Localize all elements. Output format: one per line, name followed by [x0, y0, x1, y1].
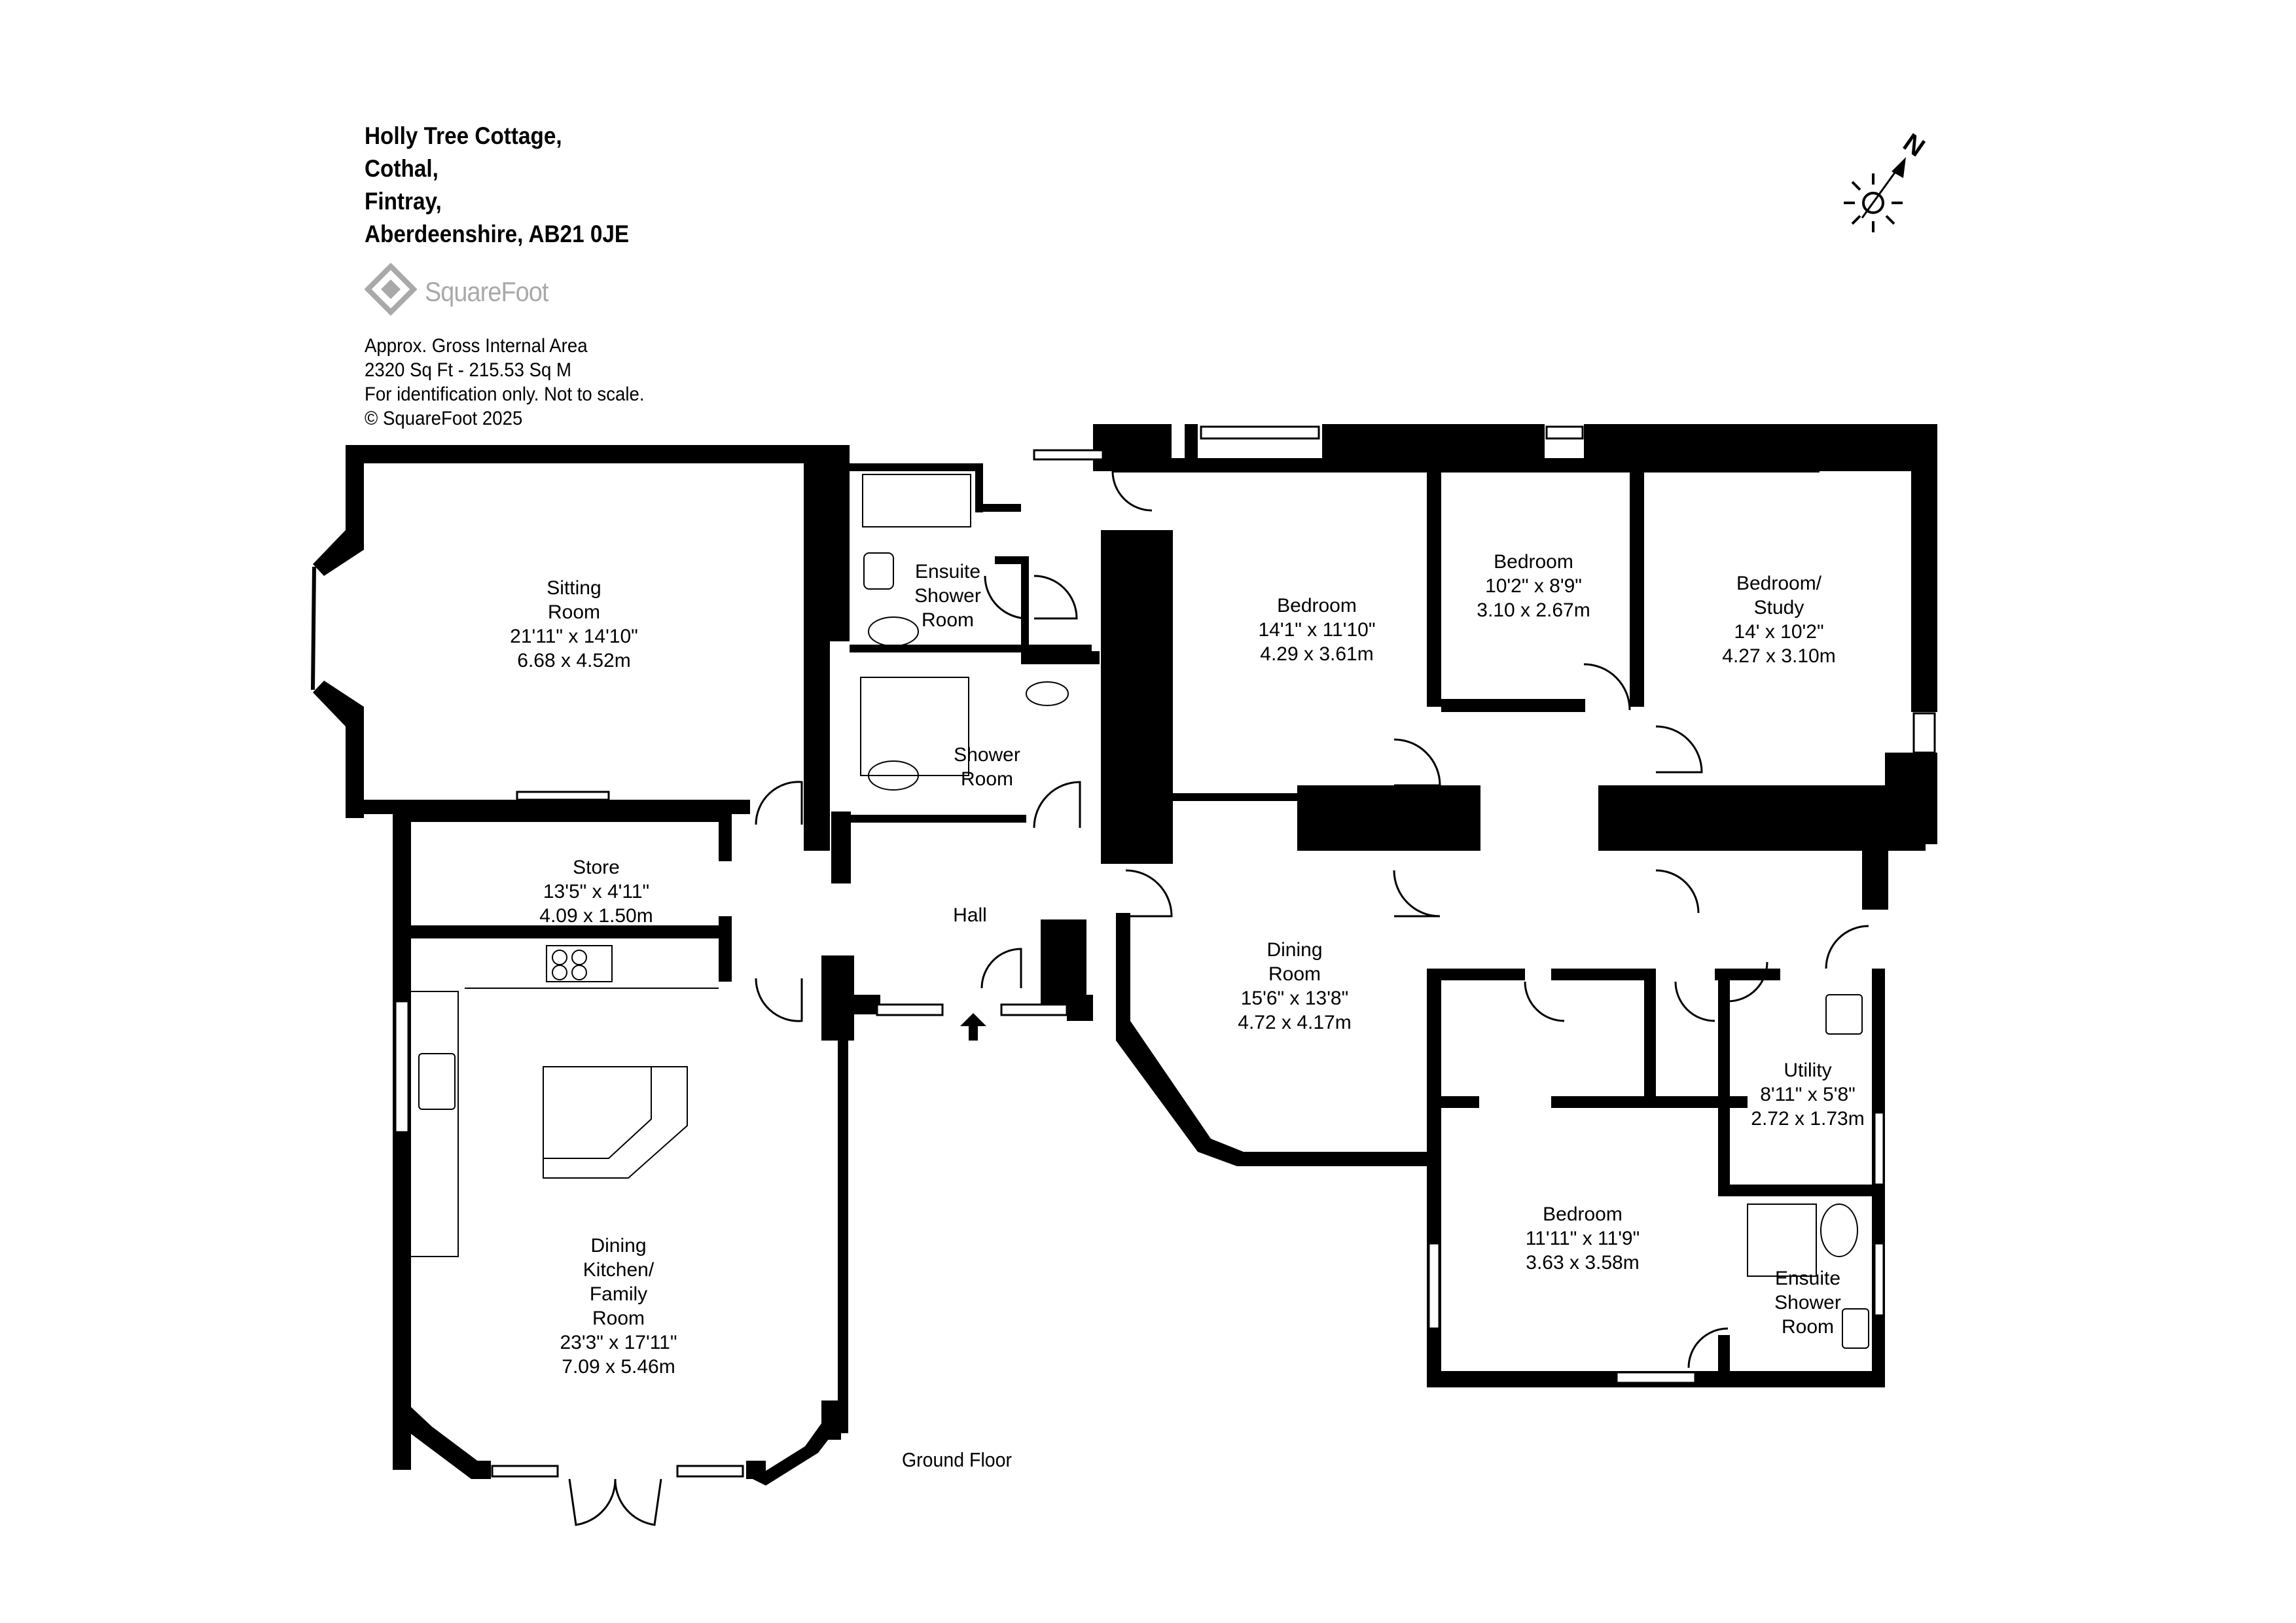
room-label-line: 4.27 x 3.10m: [1722, 645, 1836, 667]
room-label-bedroom-study: Bedroom/ Study 14' x 10'2" 4.27 x 3.10m: [1722, 571, 1835, 668]
room-label-line: Room: [1268, 963, 1321, 985]
room-label-line: Ensuite: [1774, 1268, 1841, 1289]
info-line: 2320 Sq Ft - 215.53 Sq M: [365, 359, 572, 381]
floor-label: Ground Floor: [902, 1448, 1013, 1471]
room-label-line: 4.09 x 1.50m: [539, 905, 653, 927]
room-label-line: 23'3" x 17'11": [560, 1332, 677, 1353]
entrance-arrow: [960, 1013, 986, 1041]
address-line: Aberdeenshire, AB21 0JE: [365, 221, 630, 247]
room-label-bedroom: Bedroom 11'11" x 11'9" 3.63 x 3.58m: [1526, 1202, 1640, 1275]
room-label-dining-room: Dining Room 15'6" x 13'8" 4.72 x 4.17m: [1238, 938, 1351, 1035]
room-label-line: 6.68 x 4.52m: [517, 650, 631, 671]
room-label-line: Bedroom: [1277, 595, 1357, 616]
room-label-line: 4.72 x 4.17m: [1238, 1012, 1352, 1033]
room-label-line: Room: [547, 601, 601, 623]
compass-north-label: N: [1898, 128, 1930, 163]
room-label-line: 14'1" x 11'10": [1258, 619, 1376, 641]
room-label-line: 7.09 x 5.46m: [562, 1356, 675, 1378]
room-label-line: 10'2" x 8'9": [1485, 575, 1582, 597]
address-block: Holly Tree Cottage, Cothal, Fintray, Abe…: [365, 120, 658, 251]
walls: [313, 424, 1937, 1486]
room-label-bedroom: Bedroom 14'1" x 11'10" 4.29 x 3.61m: [1259, 594, 1376, 666]
room-label-line: Bedroom: [1494, 551, 1573, 573]
area-info: Approx. Gross Internal Area 2320 Sq Ft -…: [365, 334, 669, 431]
room-label-line: Room: [1781, 1316, 1835, 1338]
room-label-ensuite-shower-room: Ensuite Shower Room: [1774, 1266, 1841, 1339]
windows: [311, 425, 1936, 1478]
room-label-line: Family: [589, 1283, 648, 1305]
room-label-line: 11'11" x 11'9": [1525, 1228, 1640, 1249]
room-label-line: Kitchen/: [583, 1259, 655, 1281]
room-label-line: Shower: [954, 744, 1020, 766]
address-line: Fintray,: [365, 188, 442, 215]
room-label-line: Shower: [914, 585, 981, 607]
room-label-line: Room: [592, 1308, 645, 1329]
room-label-line: Ensuite: [914, 561, 981, 582]
room-label-line: 21'11" x 14'10": [510, 626, 638, 647]
room-label-shower-room: Shower Room: [954, 743, 1020, 791]
room-label-line: Bedroom: [1543, 1204, 1623, 1225]
info-line: Approx. Gross Internal Area: [365, 335, 588, 357]
room-label-line: Sitting: [547, 577, 601, 599]
room-label-line: 8'11" x 5'8": [1760, 1084, 1856, 1105]
room-label-line: 3.10 x 2.67m: [1477, 599, 1590, 621]
info-line: For identification only. Not to scale.: [365, 383, 645, 405]
room-label-line: Utility: [1784, 1060, 1832, 1081]
brand-name: SquareFoot: [425, 276, 548, 307]
room-label-line: Hall: [953, 904, 987, 926]
squarefoot-logo-icon: [365, 263, 417, 316]
room-label-line: Bedroom/: [1736, 573, 1822, 594]
room-label-bedroom: Bedroom 10'2" x 8'9" 3.10 x 2.67m: [1477, 550, 1590, 622]
room-label-store: Store 13'5" x 4'11" 4.09 x 1.50m: [539, 855, 653, 928]
address-line: Holly Tree Cottage,: [365, 122, 562, 149]
room-label-line: 15'6" x 13'8": [1240, 988, 1349, 1009]
room-label-line: Room: [960, 768, 1014, 790]
room-label-line: Study: [1753, 597, 1804, 618]
room-label-line: Shower: [1774, 1292, 1841, 1313]
squarefoot-logo: SquareFoot: [365, 263, 587, 322]
room-label-utility: Utility 8'11" x 5'8" 2.72 x 1.73m: [1751, 1058, 1864, 1131]
fixtures: [411, 474, 1869, 1349]
room-label-line: Dining: [1266, 939, 1323, 961]
room-label-line: 2.72 x 1.73m: [1751, 1108, 1865, 1130]
room-label-hall: Hall: [953, 903, 987, 927]
doors: [568, 471, 1869, 1526]
room-label-line: 13'5" x 4'11": [543, 881, 650, 902]
room-label-line: 4.29 x 3.61m: [1260, 643, 1374, 665]
room-label-line: 3.63 x 3.58m: [1526, 1252, 1640, 1274]
room-label-line: 14' x 10'2": [1734, 621, 1824, 643]
address-line: Cothal,: [365, 155, 439, 182]
info-line: © SquareFoot 2025: [365, 408, 523, 429]
room-label-line: Room: [921, 609, 975, 631]
room-label-ensuite-shower-room: Ensuite Shower Room: [914, 560, 981, 632]
room-label-sitting-room: Sitting Room 21'11" x 14'10" 6.68 x 4.52…: [510, 576, 638, 673]
room-label-dining-kitchen-family-room: Dining Kitchen/ Family Room 23'3" x 17'1…: [560, 1234, 677, 1379]
room-label-line: Store: [573, 857, 620, 878]
room-label-line: Dining: [590, 1235, 647, 1257]
compass-north-sun-icon: [1844, 157, 1906, 232]
